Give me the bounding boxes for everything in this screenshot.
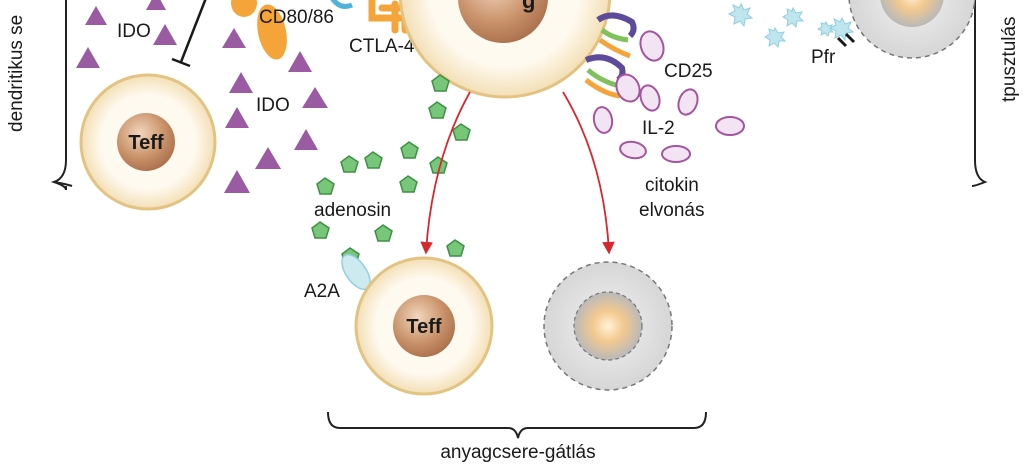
citokin-label-2: elvonás xyxy=(639,200,705,221)
a2a-label: A2A xyxy=(304,281,340,302)
bottom-bracket xyxy=(327,411,707,439)
teff-label-left: Teff xyxy=(128,132,164,154)
adenosine-label: adenosin xyxy=(314,200,391,221)
teff-cell-bottom: Teff xyxy=(354,256,494,396)
cd80-86-label: CD80/86 xyxy=(259,7,334,28)
ctla4-label: CTLA-4 xyxy=(349,36,415,57)
cd25-receptors xyxy=(584,12,637,99)
pfr-label: Pfr xyxy=(811,47,836,68)
side-label-left: dendritikus se xyxy=(6,15,27,132)
cd80-86-molecules xyxy=(231,0,353,60)
dying-cell-bottom xyxy=(543,261,673,391)
adenosine-molecules xyxy=(311,74,471,265)
side-label-right: tpusztulás xyxy=(999,16,1020,102)
ido-label-1: IDO xyxy=(117,21,151,42)
treg-label-fragment: g xyxy=(522,0,535,13)
cd25-label: CD25 xyxy=(664,61,713,82)
inhibition-line xyxy=(171,0,207,68)
arrow-to-teff xyxy=(420,91,471,255)
dying-cell-top xyxy=(848,0,976,59)
left-bracket-hook xyxy=(53,181,73,187)
il2-molecules xyxy=(592,30,745,163)
treg-cell: g xyxy=(398,0,612,99)
bottom-label: anyagcsere-gátlás xyxy=(440,442,595,463)
ido-label-2: IDO xyxy=(256,95,290,116)
il2-label: IL-2 xyxy=(642,118,675,139)
ido-triangles xyxy=(76,0,328,193)
teff-cell-left: Teff xyxy=(79,73,217,211)
arrow-to-dying xyxy=(562,91,615,255)
left-bracket xyxy=(50,0,67,191)
teff-label-bottom: Teff xyxy=(406,316,442,338)
perforin-molecules xyxy=(727,2,855,49)
citokin-label-1: citokin xyxy=(645,175,699,196)
right-bracket xyxy=(971,0,988,187)
